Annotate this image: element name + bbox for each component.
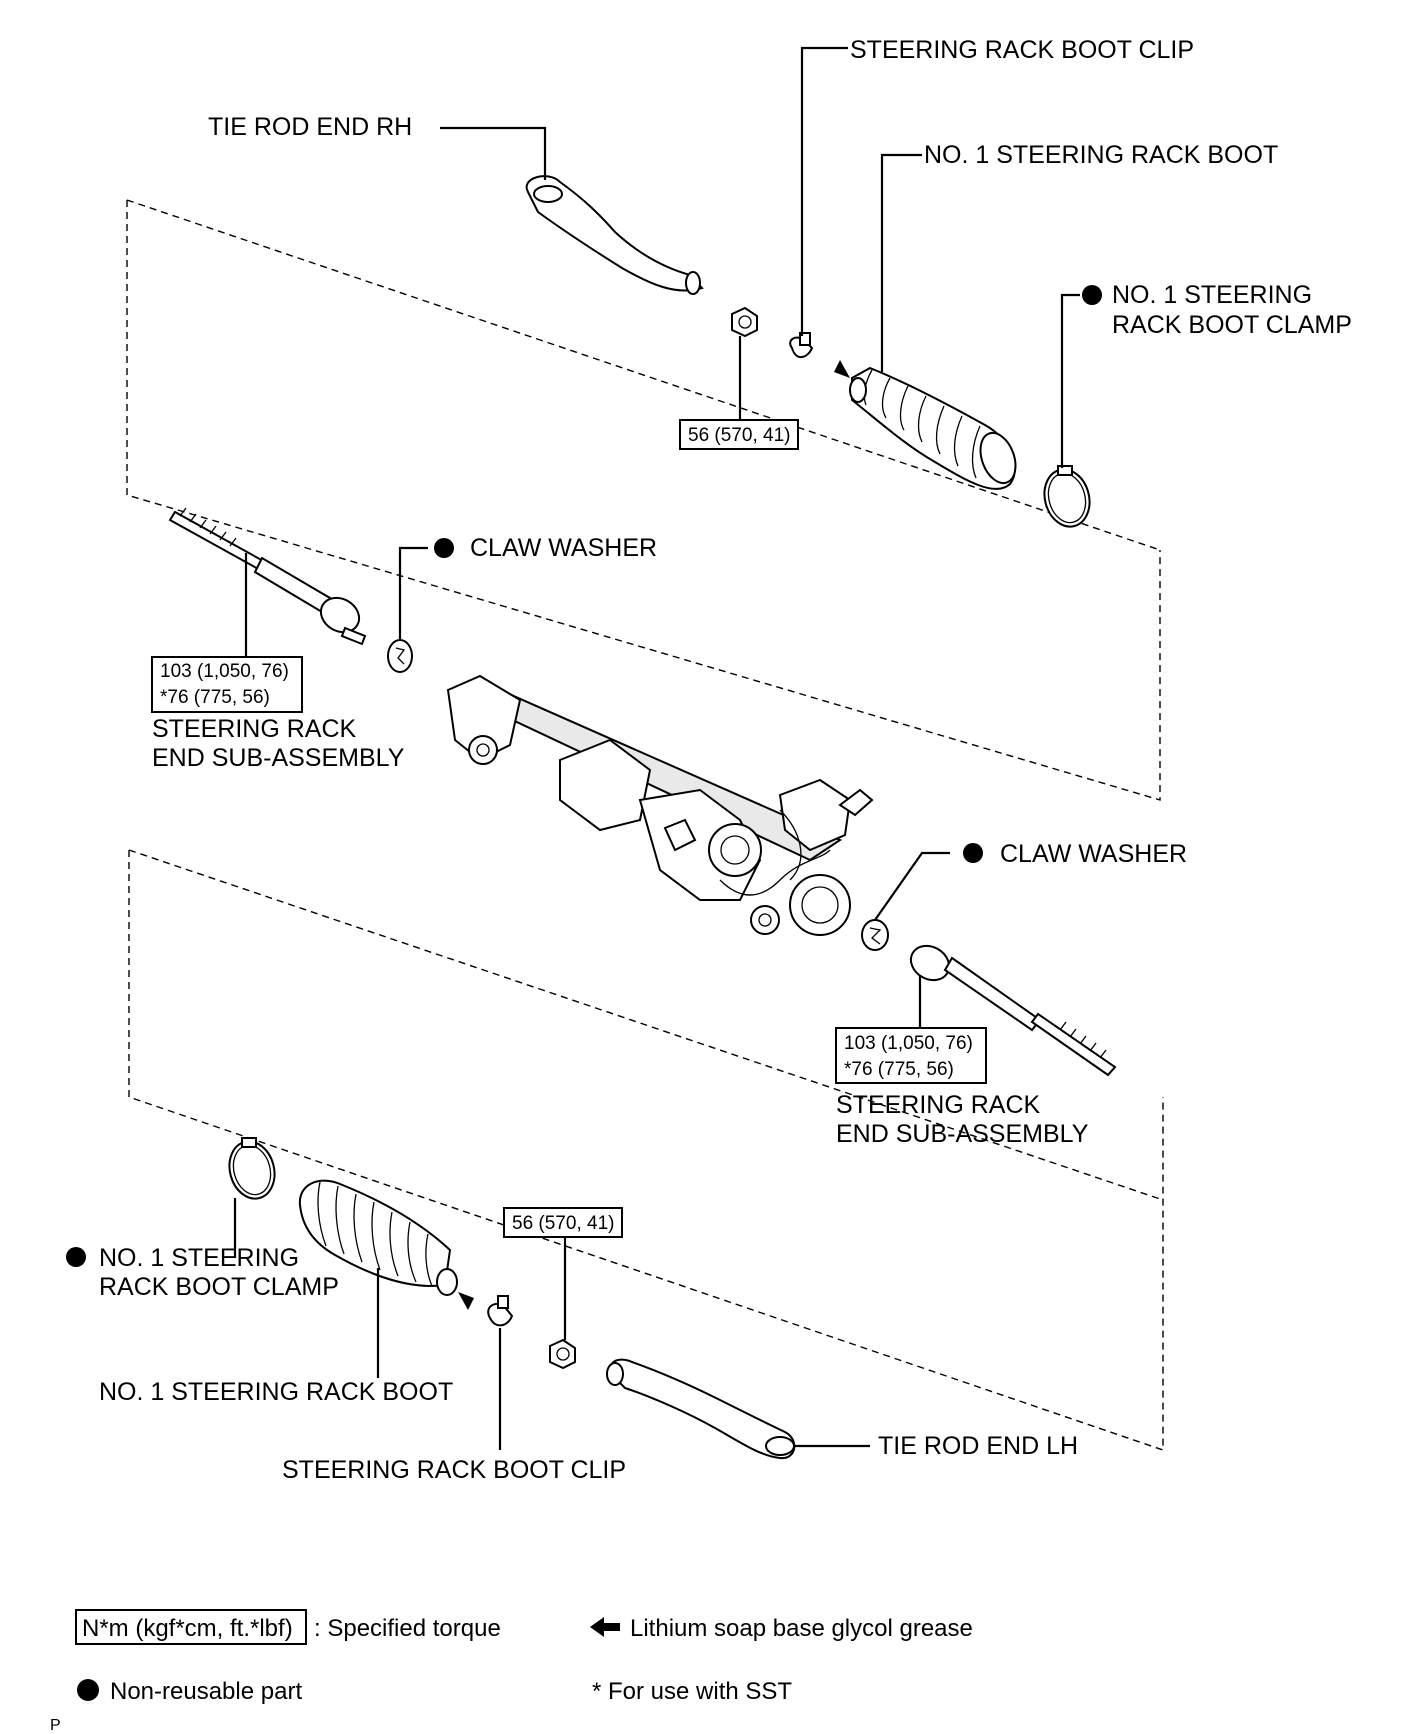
leader-claw-washer-upper [398, 546, 428, 640]
rack-end-upper-label-line2: END SUB-ASSEMBLY [152, 744, 405, 772]
torque-rack-end-upper-line1: 103 (1,050, 76) [160, 661, 289, 682]
steering-rack-boot-rh [849, 366, 1017, 490]
steering-rack-end-upper [168, 507, 367, 646]
leader-boot-rh [880, 153, 922, 372]
torque-box-nut-rh [679, 419, 799, 450]
alignment-lines-upper [126, 199, 1161, 801]
boot-clamp-lh [228, 1137, 276, 1200]
lock-nut-rh [731, 306, 758, 338]
rack-end-lower-label-line1: STEERING RACK [836, 1091, 1041, 1119]
claw-washer-upper-label: CLAW WASHER [470, 534, 657, 562]
tie-rod-end-rh [525, 175, 704, 295]
tie-rod-end-lh [606, 1358, 796, 1460]
torque-rack-end-upper-line2: *76 (775, 56) [160, 687, 270, 708]
torque-nut-lh: 56 (570, 41) [512, 1213, 614, 1234]
steering-rack-boot-lh [298, 1179, 458, 1296]
lock-nut-lh [549, 1338, 576, 1370]
left-arrow-icon [590, 1617, 620, 1637]
boot-clamp-rh [1043, 465, 1091, 528]
filled-circle-icon [77, 1679, 99, 1701]
non-reusable-icon-claw-washer-upper [434, 538, 454, 558]
leader-boot-clip-rh [800, 46, 848, 336]
alignment-lines-lower [128, 849, 1164, 1451]
grease-arrow-rh [834, 360, 850, 378]
torque-rack-end-lower-line1: 103 (1,050, 76) [844, 1033, 973, 1054]
legend-torque-box [75, 1609, 307, 1645]
torque-box-nut-lh [503, 1207, 623, 1238]
grease-arrow-lh [458, 1292, 474, 1310]
tie-rod-end-rh-label: TIE ROD END RH [208, 113, 412, 141]
non-reusable-icon-clamp-rh [1082, 285, 1102, 305]
leader-tie-rod-end-rh [440, 126, 547, 180]
torque-nut-rh: 56 (570, 41) [688, 425, 790, 446]
non-reusable-icon-clamp-lh [66, 1247, 86, 1267]
legend-torque-desc: : Specified torque [314, 1615, 501, 1642]
boot-clip-rh [789, 332, 814, 358]
boot-clip-rh-label: STEERING RACK BOOT CLIP [850, 36, 1194, 64]
torque-box-rack-end-lower [835, 1027, 987, 1084]
legend-sst-desc: * For use with SST [592, 1678, 792, 1705]
boot-clip-lh-label: STEERING RACK BOOT CLIP [282, 1456, 626, 1484]
legend: N*m (kgf*cm, ft.*lbf) : Specified torque… [75, 1609, 973, 1705]
tie-rod-end-lh-label: TIE ROD END LH [878, 1432, 1078, 1460]
boot-clamp-lh-label-line1: NO. 1 STEERING [99, 1244, 299, 1272]
non-reusable-icon-claw-washer-lower [963, 843, 983, 863]
legend-torque-unit: N*m (kgf*cm, ft.*lbf) [82, 1615, 293, 1642]
claw-washer-upper [387, 639, 413, 673]
claw-washer-lower [861, 919, 889, 951]
claw-washer-lower-label: CLAW WASHER [1000, 840, 1187, 868]
boot-clamp-rh-label-line2: RACK BOOT CLAMP [1112, 311, 1352, 339]
boot-clamp-rh-label-line1: NO. 1 STEERING [1112, 281, 1312, 309]
legend-nonreusable-desc: Non-reusable part [110, 1678, 302, 1705]
boot-rh-label: NO. 1 STEERING RACK BOOT [924, 141, 1278, 169]
boot-lh-label: NO. 1 STEERING RACK BOOT [99, 1378, 453, 1406]
leader-claw-washer-lower [874, 851, 950, 921]
rack-end-upper-label-line1: STEERING RACK [152, 715, 357, 743]
boot-clamp-lh-label-line2: RACK BOOT CLAMP [99, 1273, 339, 1301]
torque-box-rack-end-upper [151, 656, 303, 713]
steering-rack-housing [446, 674, 874, 936]
steering-rack-end-lower [909, 944, 1117, 1077]
corner-mark: P [50, 1717, 61, 1734]
leader-boot-clamp-rh [1060, 293, 1080, 468]
boot-clip-lh [487, 1295, 514, 1327]
torque-rack-end-lower-line2: *76 (775, 56) [844, 1059, 954, 1080]
rack-end-lower-label-line2: END SUB-ASSEMBLY [836, 1120, 1089, 1148]
legend-grease-desc: Lithium soap base glycol grease [630, 1615, 973, 1642]
